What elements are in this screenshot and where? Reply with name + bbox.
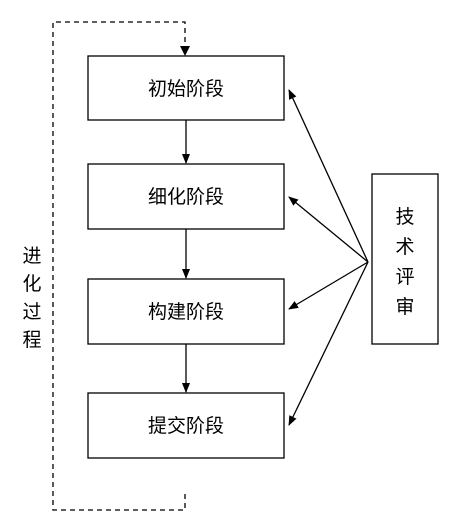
stage-label-elaboration: 细化阶段 (148, 186, 224, 208)
review-char-4: 审 (395, 296, 414, 318)
review-box (371, 173, 439, 345)
review-char-3: 评 (395, 266, 414, 288)
stage-box-transition (87, 392, 285, 459)
stage-label-construction: 构建阶段 (148, 301, 224, 323)
review-char-2: 术 (395, 236, 414, 258)
stage-box-initial (87, 55, 285, 121)
evolution-loop-arrowhead (180, 46, 190, 56)
evolution-char-2: 化 (22, 273, 41, 295)
evolution-char-4: 程 (22, 329, 41, 351)
evolution-char-3: 过 (22, 301, 41, 323)
review-char-1: 技 (395, 206, 414, 228)
stage-label-transition: 提交阶段 (148, 415, 224, 437)
stage-label-initial: 初始阶段 (148, 78, 224, 100)
stage-box-elaboration (87, 163, 285, 230)
evolution-loop-line (52, 21, 186, 511)
review-arrow-initial (288, 89, 369, 263)
review-arrow-transition (288, 261, 369, 426)
review-arrow-construction (288, 261, 369, 310)
evolution-char-1: 进 (22, 245, 41, 267)
review-arrow-elaboration (288, 196, 369, 263)
